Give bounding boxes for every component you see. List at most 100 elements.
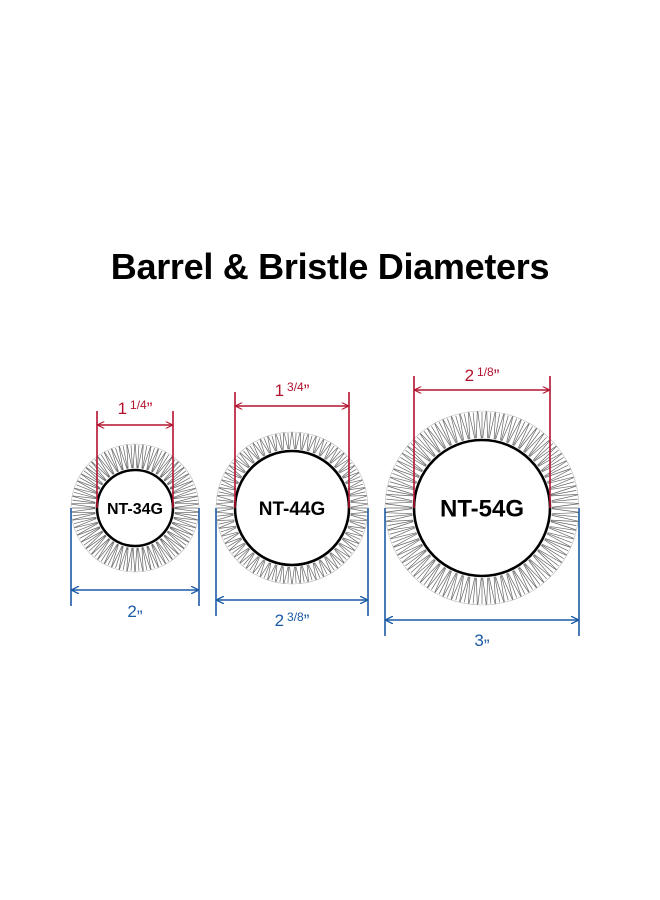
bristle-tuft bbox=[111, 545, 124, 571]
bristle-tuft bbox=[216, 495, 234, 505]
bristle-tuft bbox=[385, 512, 413, 522]
bristle-tuft bbox=[118, 444, 129, 469]
model-label-nt-44g: NT-44G bbox=[259, 499, 326, 520]
bristle-tuft bbox=[174, 503, 199, 513]
bristle-tuft bbox=[493, 576, 505, 605]
bristle-tuft bbox=[275, 565, 284, 584]
bristle-tuft bbox=[413, 433, 436, 458]
bristle-tuft bbox=[459, 576, 471, 605]
bristle-tuft bbox=[517, 423, 537, 450]
bristle-tuft bbox=[275, 432, 284, 451]
bristle-tuft bbox=[239, 552, 255, 569]
bristle-tuft bbox=[347, 479, 366, 491]
bristle-tuft bbox=[267, 433, 278, 452]
bristle-tuft bbox=[528, 558, 551, 583]
bristle-tuft bbox=[72, 517, 97, 528]
bristle-tuft bbox=[401, 549, 427, 571]
bristle-tuft bbox=[540, 453, 567, 473]
bristle-tuft bbox=[451, 413, 464, 442]
bristle-tuft bbox=[300, 565, 309, 584]
bristle-tuft bbox=[151, 448, 166, 473]
bristles-nt-54g bbox=[384, 410, 580, 606]
bristle-dimension-nt-54g: 3” bbox=[384, 508, 580, 655]
bristle-tuft bbox=[350, 511, 368, 521]
bristle-tuft bbox=[134, 547, 144, 573]
bristle-tuft bbox=[91, 538, 111, 560]
bristle-tuft bbox=[434, 419, 452, 446]
bristle-tuft bbox=[532, 554, 557, 577]
bristle-tuft bbox=[486, 411, 496, 439]
bristle-tuft bbox=[551, 503, 579, 513]
bristle-tuft bbox=[434, 570, 452, 597]
bristle-tuft bbox=[77, 526, 101, 543]
bristle-tuft bbox=[80, 467, 104, 486]
bristle-tuft bbox=[259, 435, 272, 454]
bristle-tuft bbox=[234, 452, 250, 469]
bristle-tuft bbox=[72, 488, 97, 499]
bristle-tuft bbox=[173, 517, 198, 528]
bristle-tuft bbox=[318, 559, 332, 577]
bristle-tuft bbox=[500, 413, 513, 442]
bristle-tuft bbox=[550, 485, 579, 497]
bristle-tuft bbox=[387, 526, 416, 539]
bristle-tuft bbox=[97, 451, 115, 475]
bristle-tuft bbox=[451, 574, 464, 603]
bristle-tuft bbox=[155, 451, 173, 475]
bristle-tuft bbox=[551, 494, 579, 504]
bristle-tuft bbox=[318, 439, 332, 457]
bristle-tuft bbox=[306, 433, 317, 452]
bristle-tuft bbox=[512, 419, 530, 446]
bristle-tuft bbox=[104, 543, 119, 568]
bristle-tuft bbox=[459, 411, 471, 440]
bristle-tuft bbox=[385, 485, 414, 497]
bristle-tuft bbox=[245, 442, 260, 460]
bristle-tuft bbox=[548, 526, 577, 539]
bristle-dimension-nt-34g: 2” bbox=[70, 508, 200, 626]
bristle-tuft bbox=[216, 503, 234, 513]
bristle-tuft bbox=[111, 445, 124, 471]
bristle-tuft bbox=[324, 556, 339, 574]
bristle-tuft bbox=[252, 439, 266, 457]
bristle-tuft bbox=[468, 411, 478, 439]
bristle-tuft bbox=[217, 487, 235, 497]
bristle-tuft bbox=[146, 545, 159, 571]
bristle-tuft bbox=[523, 563, 545, 589]
bristle-tuft bbox=[551, 512, 579, 522]
bristle-tuft bbox=[338, 542, 355, 558]
bristle-tuft bbox=[155, 541, 173, 565]
bristle-tuft bbox=[229, 542, 246, 558]
bristle-tuft bbox=[252, 559, 266, 577]
bristle-tuft bbox=[537, 549, 563, 571]
bristle-tuft bbox=[477, 411, 487, 439]
bristle-tuft bbox=[493, 411, 505, 440]
model-label-nt-54g: NT-54G bbox=[440, 496, 524, 523]
bristle-tuft bbox=[174, 511, 199, 521]
bristle-tuft bbox=[546, 532, 574, 548]
bristle-tuft bbox=[385, 503, 413, 513]
bristle-tuft bbox=[477, 577, 487, 605]
model-label-nt-34g: NT-34G bbox=[107, 501, 163, 518]
bristle-tuft bbox=[97, 541, 115, 565]
bristle-tuft bbox=[291, 431, 301, 450]
bristle-tuft bbox=[350, 503, 368, 513]
bristle-tuft bbox=[546, 468, 574, 484]
bristle-tuft bbox=[171, 521, 196, 536]
bristle-tuft bbox=[291, 566, 301, 585]
bristle-tuft bbox=[397, 453, 424, 473]
bristle-tuft bbox=[385, 519, 414, 531]
bristle-tuft bbox=[141, 444, 152, 469]
bristle-tuft bbox=[523, 427, 545, 453]
bristle-tuft bbox=[166, 467, 190, 486]
bristle-tuft bbox=[413, 558, 436, 583]
bristle-tuft bbox=[349, 519, 367, 529]
bristle-tuft bbox=[349, 487, 367, 497]
page-title: Barrel & Bristle Diameters bbox=[110, 246, 550, 287]
bristle-tuft bbox=[306, 564, 317, 583]
bristle-tuft bbox=[506, 416, 522, 444]
bristle-tuft bbox=[71, 503, 96, 513]
bristle-tuft bbox=[80, 530, 104, 549]
